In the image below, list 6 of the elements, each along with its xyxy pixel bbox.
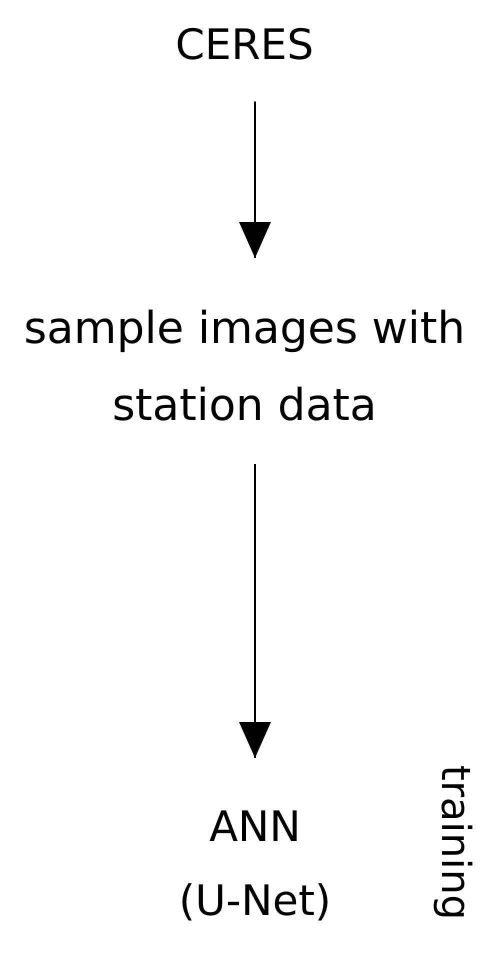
rotated-label: training: [432, 765, 478, 920]
node-text: sample images with station data: [0, 290, 489, 444]
arrow: [239, 464, 271, 758]
node-text: ANN (U-Net): [130, 790, 380, 937]
node-text: CERES: [0, 8, 489, 82]
arrow: [239, 102, 271, 258]
